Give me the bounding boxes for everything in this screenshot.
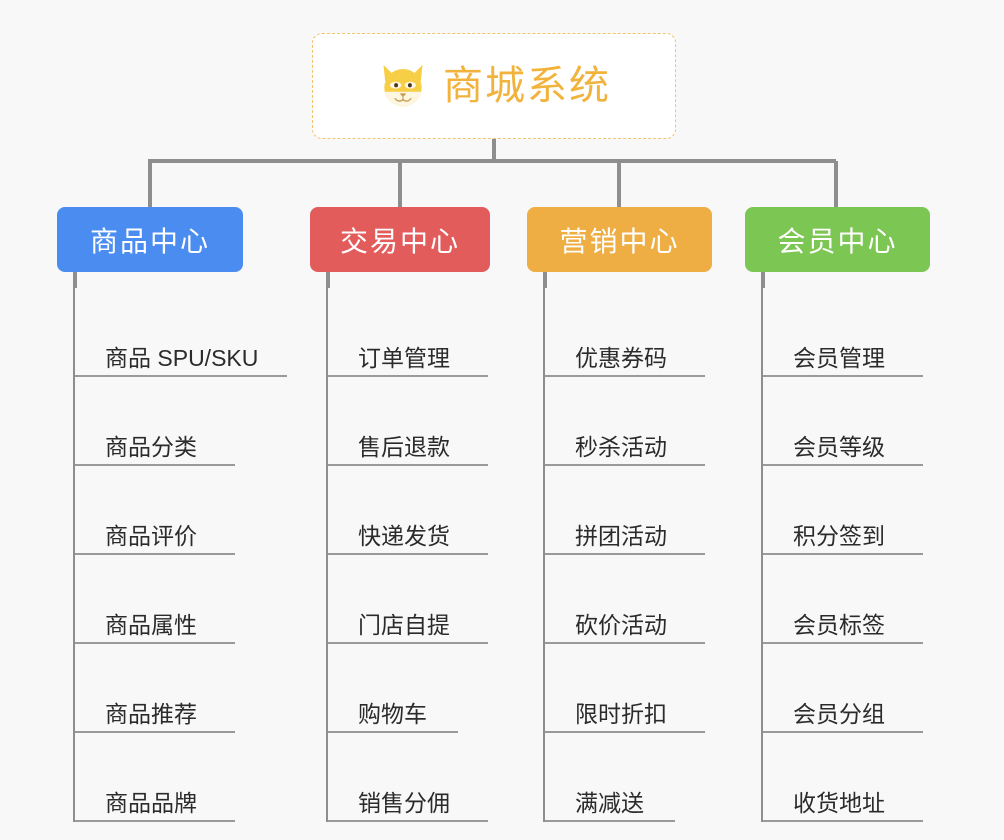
- leaf-item[interactable]: 商品推荐: [75, 644, 235, 733]
- leaf-label: 售后退款: [358, 433, 450, 460]
- leaf-label: 会员管理: [793, 344, 885, 371]
- leaf-label: 会员分组: [793, 700, 885, 727]
- leaf-item[interactable]: 商品品牌: [75, 733, 235, 822]
- column-trade-center: 交易中心 订单管理 售后退款 快递发货 门店自提 购物车 销售分佣: [310, 207, 540, 822]
- leaf-label: 快递发货: [358, 522, 450, 549]
- column-header-marketing-center[interactable]: 营销中心: [527, 207, 712, 272]
- root-title: 商城系统: [443, 64, 611, 108]
- column-marketing-center: 营销中心 优惠券码 秒杀活动 拼团活动 砍价活动 限时折扣 满减送: [527, 207, 757, 822]
- leaf-label: 商品 SPU/SKU: [105, 344, 259, 371]
- column-header-member-center[interactable]: 会员中心: [745, 207, 930, 272]
- leaf-label: 收货地址: [793, 789, 885, 816]
- leaf-item[interactable]: 门店自提: [328, 555, 488, 644]
- leaf-list-product-center: 商品 SPU/SKU 商品分类 商品评价 商品属性 商品推荐 商品品牌: [73, 288, 287, 822]
- leaf-item[interactable]: 会员标签: [763, 555, 923, 644]
- leaf-label: 商品品牌: [105, 789, 197, 816]
- leaf-label: 满减送: [575, 789, 644, 816]
- shiba-dog-face-icon: [383, 64, 423, 107]
- leaf-label: 会员等级: [793, 433, 885, 460]
- leaf-label: 砍价活动: [575, 611, 667, 638]
- leaf-item[interactable]: 商品分类: [75, 377, 235, 466]
- leaf-item[interactable]: 会员管理: [763, 288, 923, 377]
- leaf-label: 优惠券码: [575, 344, 667, 371]
- leaf-item[interactable]: 积分签到: [763, 466, 923, 555]
- connector-bus-bar: [148, 159, 836, 163]
- connector-header-stub-member-center: [761, 272, 765, 288]
- column-product-center: 商品中心 商品 SPU/SKU 商品分类 商品评价 商品属性 商品推荐 商品品牌: [57, 207, 287, 822]
- leaf-label: 商品属性: [105, 611, 197, 638]
- column-header-product-center[interactable]: 商品中心: [57, 207, 243, 272]
- leaf-item[interactable]: 快递发货: [328, 466, 488, 555]
- connector-root-stem: [492, 139, 496, 163]
- leaf-item[interactable]: 满减送: [545, 733, 675, 822]
- leaf-label: 会员标签: [793, 611, 885, 638]
- leaf-label: 秒杀活动: [575, 433, 667, 460]
- leaf-label: 积分签到: [793, 522, 885, 549]
- column-member-center: 会员中心 会员管理 会员等级 积分签到 会员标签 会员分组 收货地址: [745, 207, 975, 822]
- leaf-label: 限时折扣: [575, 700, 667, 727]
- leaf-item[interactable]: 购物车: [328, 644, 458, 733]
- leaf-list-trade-center: 订单管理 售后退款 快递发货 门店自提 购物车 销售分佣: [326, 288, 540, 822]
- leaf-item[interactable]: 限时折扣: [545, 644, 705, 733]
- leaf-item[interactable]: 销售分佣: [328, 733, 488, 822]
- leaf-label: 商品评价: [105, 522, 197, 549]
- leaf-label: 拼团活动: [575, 522, 667, 549]
- leaf-label: 购物车: [358, 700, 427, 727]
- leaf-item[interactable]: 优惠券码: [545, 288, 705, 377]
- leaf-item[interactable]: 售后退款: [328, 377, 488, 466]
- root-node-mall-system[interactable]: 商城系统: [312, 33, 676, 139]
- leaf-label: 订单管理: [358, 344, 450, 371]
- leaf-item[interactable]: 会员等级: [763, 377, 923, 466]
- connector-header-stub-product-center: [73, 272, 77, 288]
- leaf-item[interactable]: 商品评价: [75, 466, 235, 555]
- column-header-trade-center[interactable]: 交易中心: [310, 207, 490, 272]
- connector-drop-member-center: [834, 161, 838, 207]
- leaf-label: 门店自提: [358, 611, 450, 638]
- leaf-label: 商品推荐: [105, 700, 197, 727]
- connector-drop-product-center: [148, 161, 152, 207]
- leaf-item[interactable]: 秒杀活动: [545, 377, 705, 466]
- leaf-item[interactable]: 会员分组: [763, 644, 923, 733]
- leaf-list-marketing-center: 优惠券码 秒杀活动 拼团活动 砍价活动 限时折扣 满减送: [543, 288, 757, 822]
- connector-drop-trade-center: [398, 161, 402, 207]
- leaf-item[interactable]: 收货地址: [763, 733, 923, 822]
- connector-drop-marketing-center: [617, 161, 621, 207]
- connector-header-stub-marketing-center: [543, 272, 547, 288]
- leaf-item[interactable]: 订单管理: [328, 288, 488, 377]
- leaf-label: 销售分佣: [358, 789, 450, 816]
- leaf-item[interactable]: 拼团活动: [545, 466, 705, 555]
- leaf-item[interactable]: 砍价活动: [545, 555, 705, 644]
- leaf-item[interactable]: 商品 SPU/SKU: [75, 288, 287, 377]
- leaf-label: 商品分类: [105, 433, 197, 460]
- connector-header-stub-trade-center: [326, 272, 330, 288]
- leaf-item[interactable]: 商品属性: [75, 555, 235, 644]
- leaf-list-member-center: 会员管理 会员等级 积分签到 会员标签 会员分组 收货地址: [761, 288, 975, 822]
